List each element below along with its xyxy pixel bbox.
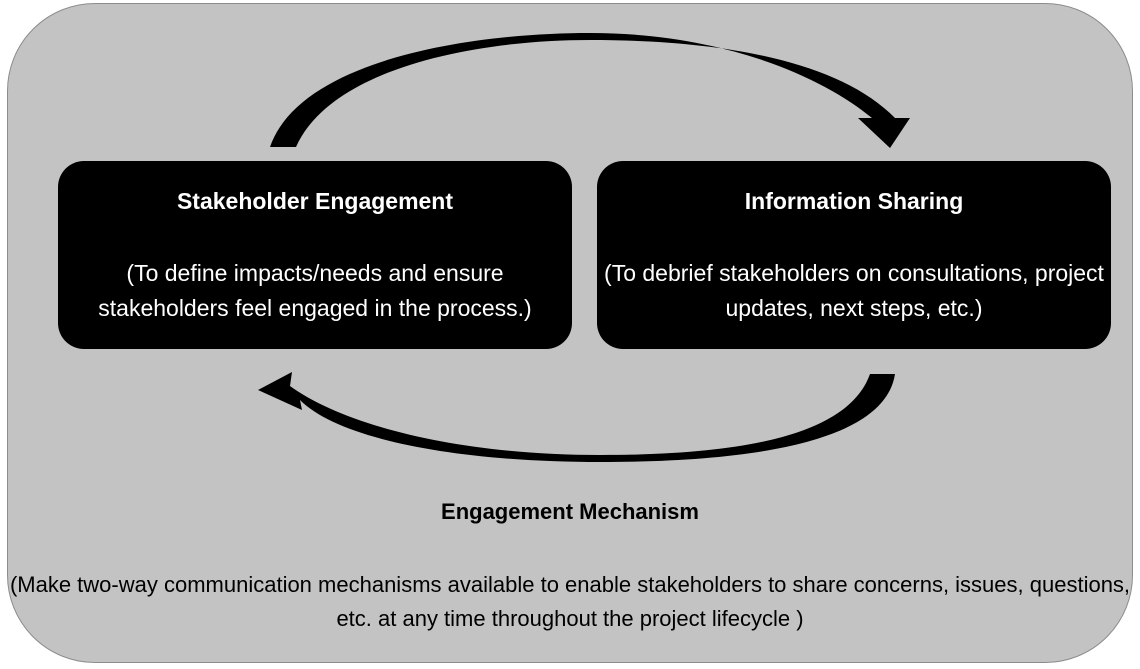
engagement-mechanism-title: Engagement Mechanism: [441, 499, 699, 524]
stakeholder-engagement-box: Stakeholder Engagement (To define impact…: [58, 161, 572, 349]
information-sharing-description: (To debrief stakeholders on consultation…: [604, 260, 1104, 321]
bottom-cycle-arrow: [258, 372, 895, 462]
stakeholder-engagement-title: Stakeholder Engagement: [176, 188, 454, 214]
top-cycle-arrow: [270, 33, 910, 148]
information-sharing-title: Information Sharing: [744, 188, 964, 214]
stakeholder-engagement-description: (To define impacts/needs and ensure stak…: [98, 260, 532, 321]
engagement-mechanism-description: (Make two-way communication mechanisms a…: [9, 572, 1131, 631]
information-sharing-box: Information Sharing (To debrief stakehol…: [597, 161, 1111, 349]
